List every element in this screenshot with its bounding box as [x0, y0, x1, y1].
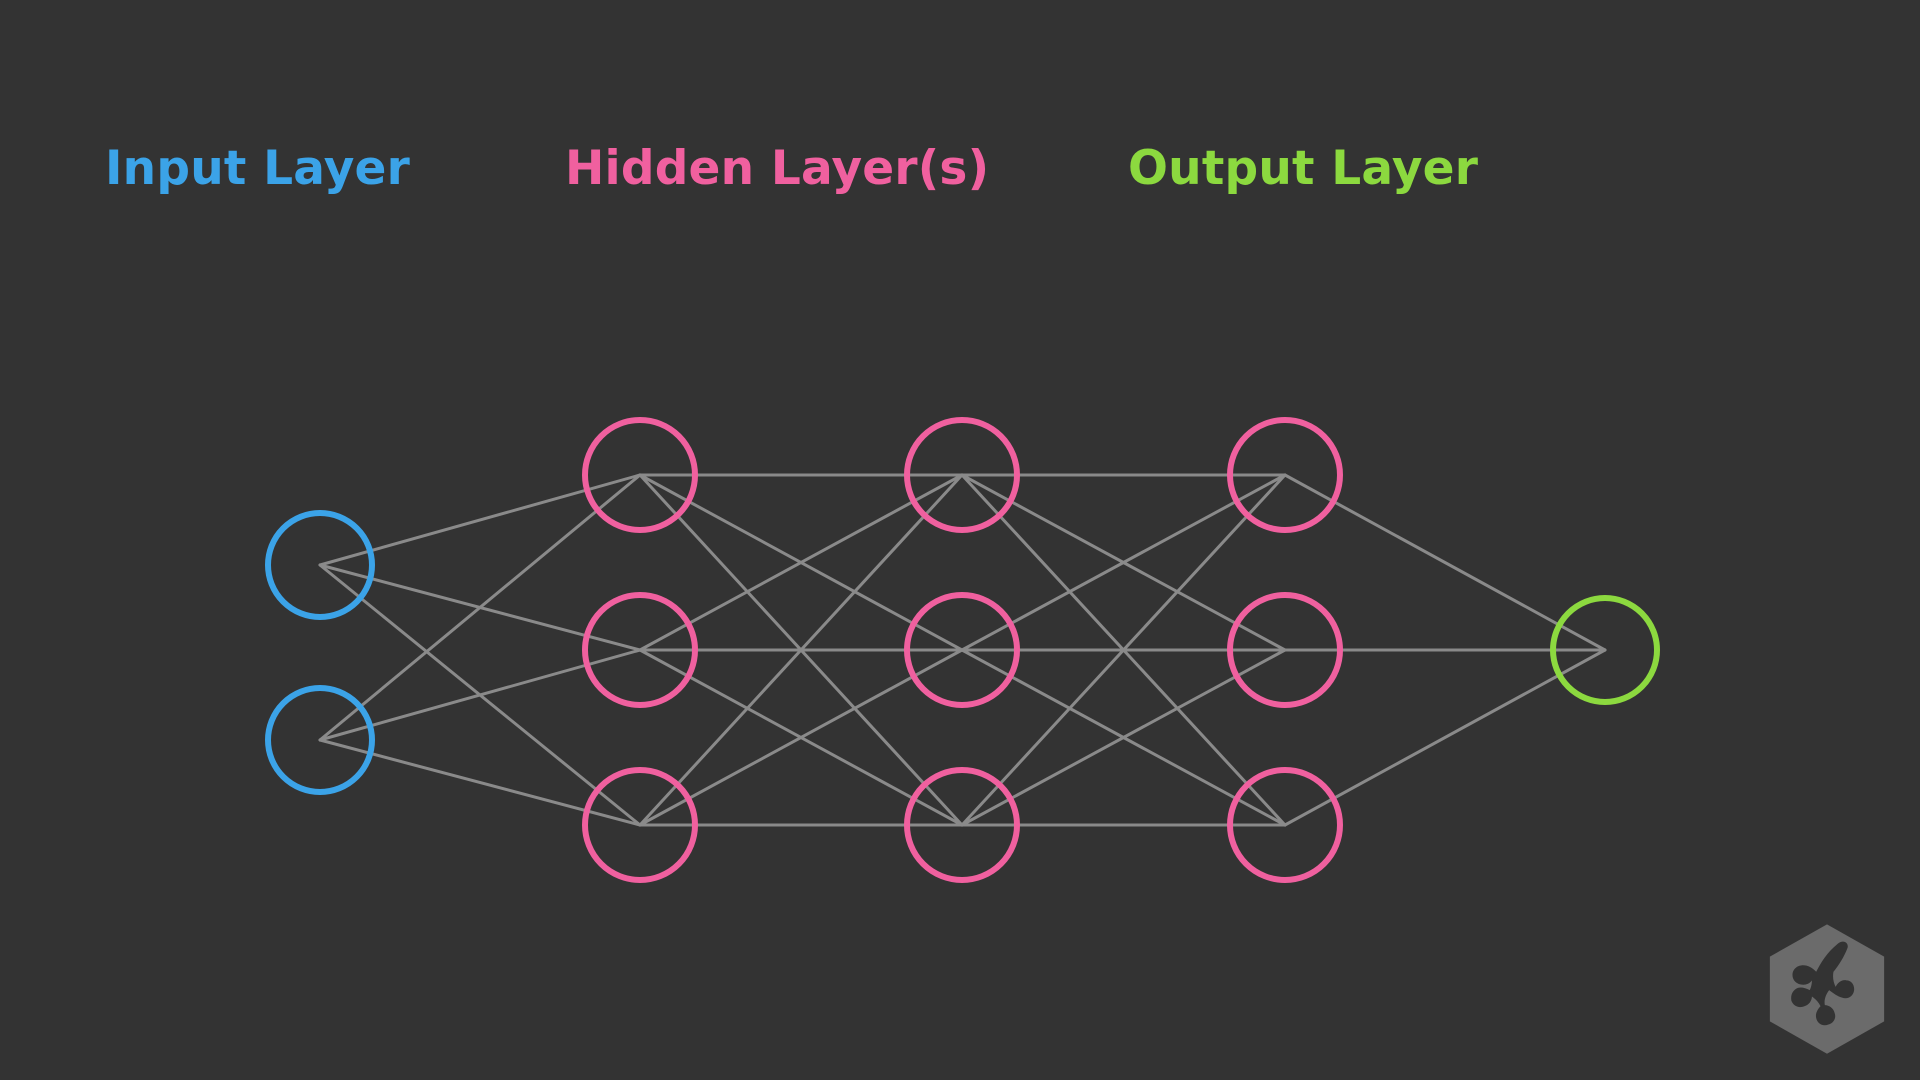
node-hidden-layer-1-1	[582, 417, 698, 533]
nodes-group	[265, 417, 1660, 883]
edge-input-layer-1-to-hidden-layer-1-0	[318, 473, 642, 742]
edge-hidden-layer-2-1-to-hidden-layer-3-0	[960, 473, 1287, 652]
edge-hidden-layer-1-1-to-hidden-layer-2-0	[638, 473, 964, 652]
edge-hidden-layer-3-0-to-output-layer-0	[1283, 473, 1607, 652]
edge-hidden-layer-1-2-to-hidden-layer-2-0	[638, 473, 964, 827]
node-input-layer-2	[265, 685, 375, 795]
node-hidden-layer-2-1	[904, 417, 1020, 533]
edge-hidden-layer-2-2-to-hidden-layer-3-0	[960, 473, 1287, 827]
node-input-layer-1	[265, 510, 375, 620]
edge-hidden-layer-2-2-to-hidden-layer-3-1	[960, 648, 1287, 827]
node-hidden-layer-3-2	[1227, 592, 1343, 708]
node-output-layer-1	[1550, 595, 1660, 705]
node-hidden-layer-2-2	[904, 592, 1020, 708]
node-hidden-layer-1-2	[582, 592, 698, 708]
node-hidden-layer-3-3	[1227, 767, 1343, 883]
node-hidden-layer-1-3	[582, 767, 698, 883]
node-hidden-layer-2-3	[904, 767, 1020, 883]
edge-hidden-layer-1-2-to-hidden-layer-2-1	[638, 648, 964, 827]
edge-hidden-layer-3-2-to-output-layer-0	[1283, 648, 1607, 827]
node-hidden-layer-3-1	[1227, 417, 1343, 533]
